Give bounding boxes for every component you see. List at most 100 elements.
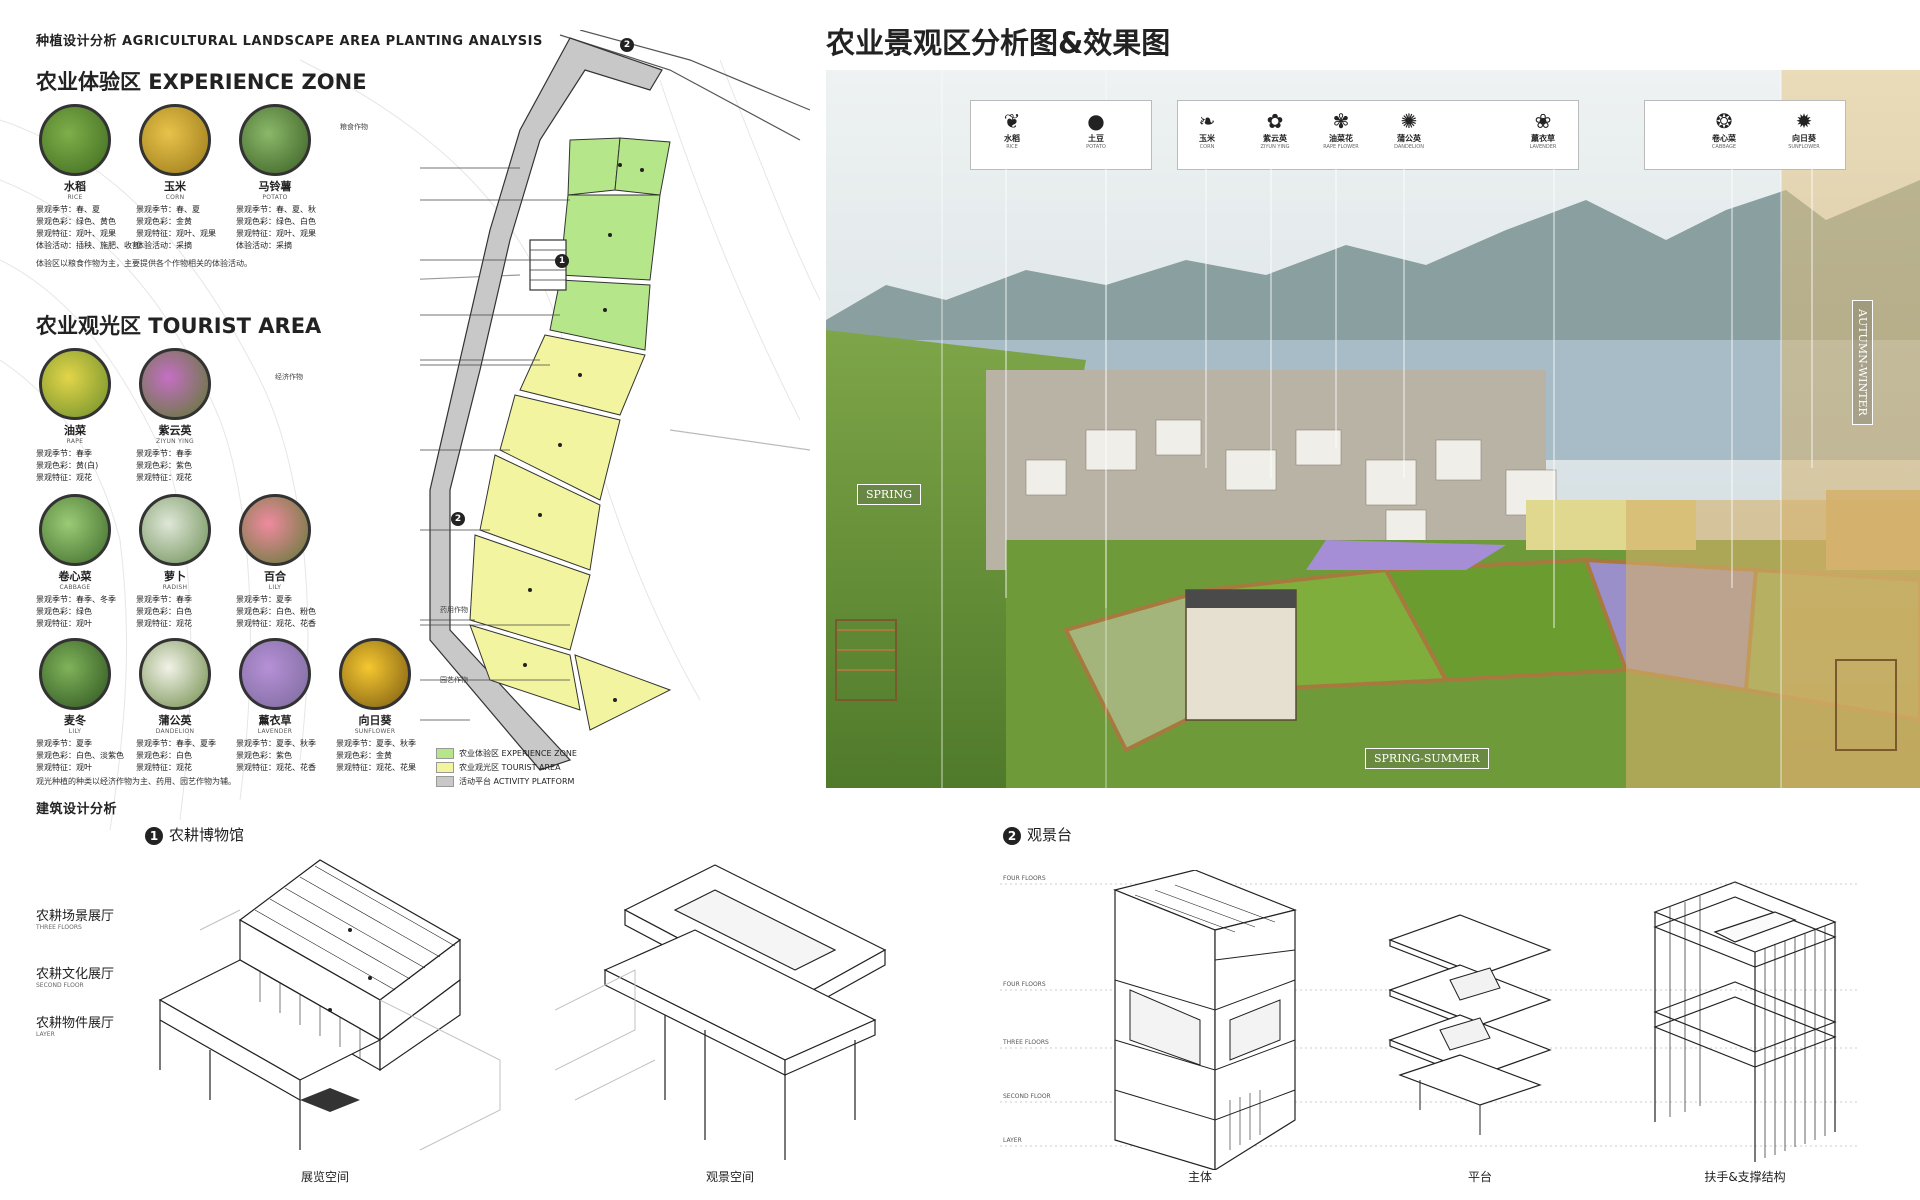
icon-cabbage: ❂ 卷心菜 CABBAGE: [1699, 109, 1749, 150]
crop-name: 油菜: [64, 424, 86, 437]
marker-number: 2: [620, 37, 634, 52]
crop-ziyunying: 紫云英 ZIYUN YING 景观季节：春季 景观色彩：紫色 景观特征：观花: [100, 348, 250, 484]
crop-season: 景观季节：夏季: [236, 595, 292, 604]
maidong-photo: [39, 638, 111, 710]
crop-season: 景观季节：春季: [136, 595, 192, 604]
floor-label: FOUR FLOORS: [1003, 875, 1046, 882]
icon-label-en: CABBAGE: [1711, 144, 1737, 150]
caption-platform: 平台: [1467, 1170, 1492, 1184]
caption-viewing: 观景空间: [705, 1170, 754, 1184]
leader-medicinal: 药用作物: [440, 606, 468, 614]
crop-feature: 景观特征：观花: [136, 763, 192, 772]
icon-label: 薰衣草: [1531, 134, 1555, 143]
crop-name-en: LILY: [268, 584, 282, 591]
legend-experience: 农业体验区 EXPERIENCE ZONE: [436, 748, 577, 759]
icon-potato: ● 土豆 POTATO: [1071, 109, 1121, 150]
crop-color: 景观色彩：白色、粉色: [236, 607, 316, 616]
tower-number: 2: [1003, 826, 1021, 845]
icon-label-en: LAVENDER: [1529, 144, 1557, 150]
icon-label: 水稻: [1004, 134, 1020, 143]
sunflower-photo: [339, 638, 411, 710]
experience-plot: [614, 137, 671, 196]
legend-label: 农业体验区 EXPERIENCE ZONE: [459, 749, 577, 758]
dandelion-photo: [139, 638, 211, 710]
icon-rice: ❦ 水稻 RICE: [987, 109, 1037, 150]
crop-feature: 景观特征：观叶: [36, 619, 92, 628]
tower-axonometric-platform: [1388, 914, 1552, 1135]
corn-icon: ❧: [1198, 109, 1216, 133]
crop-name: 蒲公英: [158, 714, 192, 727]
tourist-plot: [574, 654, 672, 731]
crop-name: 紫云英: [158, 424, 192, 437]
crop-feature: 景观特征：观叶: [36, 763, 92, 772]
small-title: 种植设计分析 AGRICULTURAL LANDSCAPE AREA PLANT…: [36, 34, 543, 49]
crop-name: 玉米: [164, 180, 186, 193]
dandelion-icon: ✺: [1400, 109, 1418, 133]
marker-number: 2: [451, 511, 465, 526]
crop-name: 薰衣草: [258, 714, 292, 727]
experience-plot: [559, 194, 661, 281]
crop-name: 百合: [264, 570, 286, 583]
crop-feature: 景观特征：观花: [136, 619, 192, 628]
crop-season: 景观季节：春季、夏季: [136, 739, 216, 748]
crop-name-en: LILY: [68, 728, 82, 735]
icon-label: 卷心菜: [1712, 134, 1736, 143]
icon-sunflower: ✹ 向日葵 SUNFLOWER: [1779, 109, 1829, 150]
crop-rice: 水稻 RICE 景观季节：春、夏 景观色彩：绿色、黄色 景观特征：观叶、观果 体…: [0, 104, 150, 252]
crop-color: 景观色彩：黄(白): [36, 461, 99, 470]
season-autumn-winter: AUTUMN-WINTER: [1852, 300, 1873, 425]
rendering-illustration: [826, 70, 1920, 788]
crop-feature: 景观特征：观花、花香: [236, 619, 316, 628]
crop-cabbage: 卷心菜 CABBAGE 景观季节：春季、冬季 景观色彩：绿色 景观特征：观叶: [0, 494, 150, 630]
icon-label-en: ZIYUN YING: [1260, 144, 1290, 150]
legend: 农业体验区 EXPERIENCE ZONE 农业观光区 TOURIST AREA…: [436, 748, 577, 790]
crop-season: 景观季节：春季、冬季: [36, 595, 116, 604]
cabbage-photo: [39, 494, 111, 566]
icon-label-en: CORN: [1199, 144, 1215, 150]
icon-corn: ❧ 玉米 CORN: [1182, 109, 1232, 150]
potato-icon: ●: [1087, 109, 1105, 133]
floor-label: THREE FLOORS: [1003, 1039, 1049, 1046]
marker-number: 1: [555, 253, 569, 268]
icon-label: 蒲公英: [1397, 134, 1421, 143]
sunflower-icon: ✹: [1795, 109, 1813, 133]
lily-photo: [239, 494, 311, 566]
icon-group-2: ❧ 玉米 CORN ✿ 紫云英 ZIYUN YING ✾ 油菜花 RAPE FL…: [1177, 100, 1579, 170]
crop-name-en: CABBAGE: [59, 584, 91, 591]
rape-flower-icon: ✾: [1332, 109, 1350, 133]
crop-activity: 体验活动：采摘: [236, 241, 292, 250]
tower-title: 观景台: [1027, 826, 1073, 844]
museum-number: 1: [145, 826, 163, 845]
museum-label-1f: 农耕物件展厅 LAYER: [36, 1012, 114, 1038]
experience-zone-title: 农业体验区 EXPERIENCE ZONE: [36, 70, 367, 94]
crop-feature: 景观特征：观叶、观果: [236, 229, 316, 238]
leader-economic: 经济作物: [275, 373, 303, 381]
crop-color: 景观色彩：金黄: [336, 751, 392, 760]
crop-color: 景观色彩：金黄: [136, 217, 192, 226]
tower-axonometric-main: [1113, 870, 1297, 1170]
crop-name: 马铃薯: [258, 180, 292, 193]
crop-color: 景观色彩：绿色: [36, 607, 92, 616]
crop-color: 景观色彩：紫色: [136, 461, 192, 470]
floor-label: LAYER: [1003, 1137, 1022, 1144]
crop-name: 卷心菜: [58, 570, 92, 583]
plan-road: [579, 30, 811, 111]
leader-garden: 园艺作物: [440, 676, 468, 684]
radish-photo: [139, 494, 211, 566]
caption-structure: 扶手&支撑结构: [1704, 1170, 1786, 1184]
icon-label: 油菜花: [1329, 134, 1353, 143]
legend-swatch: [436, 776, 454, 787]
cabbage-icon: ❂: [1715, 109, 1733, 133]
tower-heading: 2 观景台: [1003, 824, 1072, 845]
tourist-note: 观光种植的种类以经济作物为主、药用、园艺作物为辅。: [36, 777, 236, 786]
lavender-photo: [239, 638, 311, 710]
crop-season: 景观季节：春季: [136, 449, 192, 458]
tourist-area-title: 农业观光区 TOURIST AREA: [36, 314, 322, 338]
icon-label: 向日葵: [1792, 134, 1816, 143]
label-cn: 农耕场景展厅: [36, 909, 115, 924]
crop-lavender: 薰衣草 LAVENDER 景观季节：夏季、秋季 景观色彩：紫色 景观特征：观花、…: [200, 638, 350, 774]
crop-feature: 景观特征：观花、花香: [236, 763, 316, 772]
corn-photo: [139, 104, 211, 176]
crop-radish: 萝卜 RADISH 景观季节：春季 景观色彩：白色 景观特征：观花: [100, 494, 250, 630]
icon-ziyunying: ✿ 紫云英 ZIYUN YING: [1250, 109, 1300, 150]
